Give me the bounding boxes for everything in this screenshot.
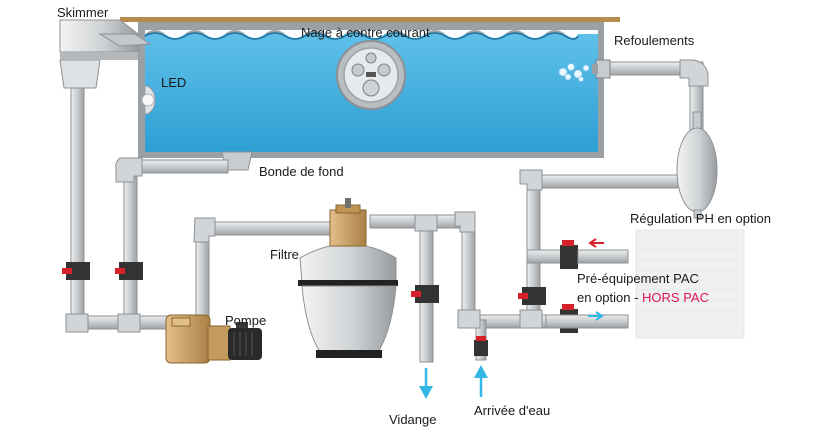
pump <box>165 314 262 364</box>
label-regulation: Régulation PH en option <box>630 211 771 226</box>
pac-flow-arrows <box>588 238 604 321</box>
led-light <box>141 85 156 115</box>
label-nage: Nage à contre courant <box>301 25 430 40</box>
label-pac-line1: Pré-équipement PAC <box>577 271 699 286</box>
flow-arrows <box>419 365 488 399</box>
valve-arrivee <box>474 336 488 356</box>
label-vidange: Vidange <box>389 412 437 427</box>
label-arrivee: Arrivée d'eau <box>474 403 551 418</box>
pac-connectors <box>545 249 629 329</box>
deck <box>120 17 620 22</box>
counter-current-unit <box>336 40 406 110</box>
water-surface-waves <box>145 30 598 38</box>
return-nozzle <box>592 59 611 79</box>
arrivee-arrowhead <box>474 365 488 378</box>
sand-filter <box>298 198 398 358</box>
arrow-right-blue-icon <box>588 311 604 321</box>
valve-vidange <box>411 285 439 303</box>
arrow-left-red-icon <box>588 238 604 248</box>
vidange-arrowhead <box>419 386 433 399</box>
pipe-elbows <box>65 59 709 333</box>
refoulement-bubbles <box>558 63 590 82</box>
label-led: LED <box>161 75 187 90</box>
valve-bonde <box>115 262 143 280</box>
skimmer <box>59 19 152 89</box>
valve-skimmer <box>62 262 90 280</box>
label-filtre: Filtre <box>270 247 299 262</box>
ph-regulation-tank <box>676 111 718 219</box>
label-pac-line2: en option - HORS PAC <box>577 291 709 304</box>
pipework <box>70 61 704 363</box>
label-pompe: Pompe <box>225 313 267 328</box>
valve-pac-in <box>560 240 578 269</box>
label-pac-option: en option - <box>577 290 643 305</box>
heat-pump-placeholder <box>635 229 745 339</box>
label-refoulements: Refoulements <box>614 33 695 48</box>
label-skimmer: Skimmer <box>57 5 109 20</box>
label-bonde: Bonde de fond <box>259 164 344 179</box>
label-hors-pac: HORS PAC <box>642 290 709 305</box>
valve-bypass <box>518 287 546 305</box>
